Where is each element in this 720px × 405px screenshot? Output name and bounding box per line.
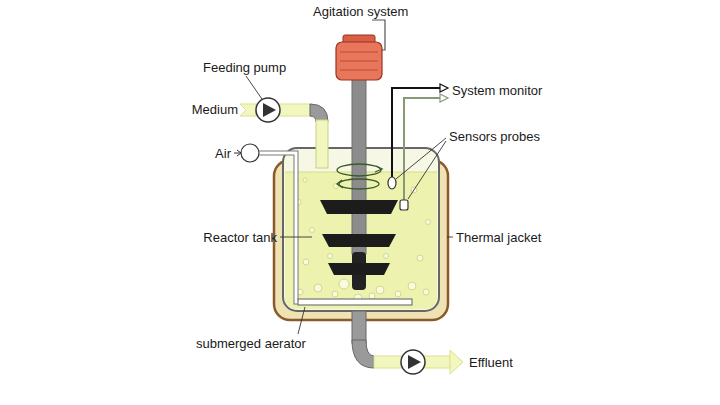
sensor-lines-part	[388, 177, 396, 189]
part-label: Reactor tank	[203, 230, 277, 245]
agitation-motor-part	[336, 42, 382, 80]
impeller-blades-part	[328, 263, 390, 275]
medium-feed-line-part	[310, 104, 328, 122]
effluent-line-part	[401, 350, 425, 374]
sensor-lines-part	[392, 88, 440, 178]
effluent-line-part	[450, 350, 463, 374]
part-label: Air	[215, 146, 231, 161]
leader-lines	[246, 76, 453, 334]
air-bubbles-part	[339, 279, 349, 289]
air-bubbles-part	[423, 289, 429, 295]
sensor-lines-part	[404, 98, 440, 200]
medium-feed-line-part	[263, 103, 276, 117]
air-pipe-part	[259, 153, 300, 302]
air-bubbles-part	[369, 293, 375, 299]
air-bubbles-part	[408, 282, 416, 290]
air-bubbles-part	[376, 286, 384, 294]
rotation-arrows-part	[339, 179, 379, 189]
medium-feed-line-part	[240, 104, 256, 116]
agitation-motor-part	[340, 70, 378, 71]
effluent-line-part	[352, 311, 366, 343]
leader-lines-part	[396, 138, 446, 179]
impeller-blades	[320, 200, 398, 275]
part-label: System monitor	[452, 83, 542, 98]
leader-lines-part	[298, 307, 305, 334]
air-bubbles-part	[384, 254, 389, 259]
air-bubbles-part	[426, 220, 431, 225]
air-bubbles-part	[417, 255, 423, 261]
leader-lines-part	[408, 141, 446, 199]
medium-feed-line-part	[316, 120, 328, 168]
part-label: Thermal jacket	[456, 230, 541, 245]
part-label: Effluent	[469, 355, 513, 370]
air-pipe-part	[241, 144, 259, 162]
part-label: submerged aerator	[196, 336, 306, 351]
medium-feed-line	[240, 98, 328, 168]
sensor-lines	[388, 84, 448, 210]
rotation-arrows-part	[375, 166, 382, 172]
air-bubbles-part	[303, 259, 309, 265]
sensor-lines-part	[440, 84, 448, 92]
impeller-blades-part	[320, 200, 398, 214]
air-bubbles-part	[310, 228, 315, 233]
sensor-lines-part	[440, 94, 448, 102]
air-pipe-part	[234, 150, 241, 156]
part-label: Feeding pump	[203, 60, 286, 75]
air-bubbles-part	[328, 254, 333, 259]
air-pipe-part	[298, 299, 412, 305]
medium-feed-line-part	[256, 98, 280, 122]
part-label: Agitation system	[313, 4, 408, 19]
sensor-lines-part	[400, 200, 408, 210]
leader-lines-part	[447, 237, 453, 238]
leader-lines-part	[280, 237, 312, 238]
rotation-arrows-part	[337, 164, 381, 176]
air-bubbles-part	[314, 284, 322, 292]
part-label: Sensors probes	[449, 129, 540, 144]
air-bubbles-part	[303, 178, 307, 182]
medium-feed-line-part	[256, 104, 312, 116]
effluent-line-part	[374, 356, 450, 368]
agitation-motor-part	[340, 61, 378, 62]
effluent-line-part	[408, 355, 421, 369]
air-pipe-part	[259, 153, 300, 302]
air-bubbles-part	[332, 291, 338, 297]
rotation-arrows-part	[337, 180, 343, 188]
air-bubbles-part	[395, 291, 401, 297]
effluent-line	[352, 311, 463, 374]
effluent-line-part	[352, 340, 374, 368]
agitation-motor-part	[340, 52, 378, 53]
agitation-motor	[336, 20, 385, 290]
leader-lines-part	[246, 76, 262, 99]
rotation-arrows	[337, 164, 382, 189]
agitation-motor-part	[352, 78, 366, 254]
part-label: Medium	[192, 102, 238, 117]
impeller-blades-part	[322, 234, 396, 247]
